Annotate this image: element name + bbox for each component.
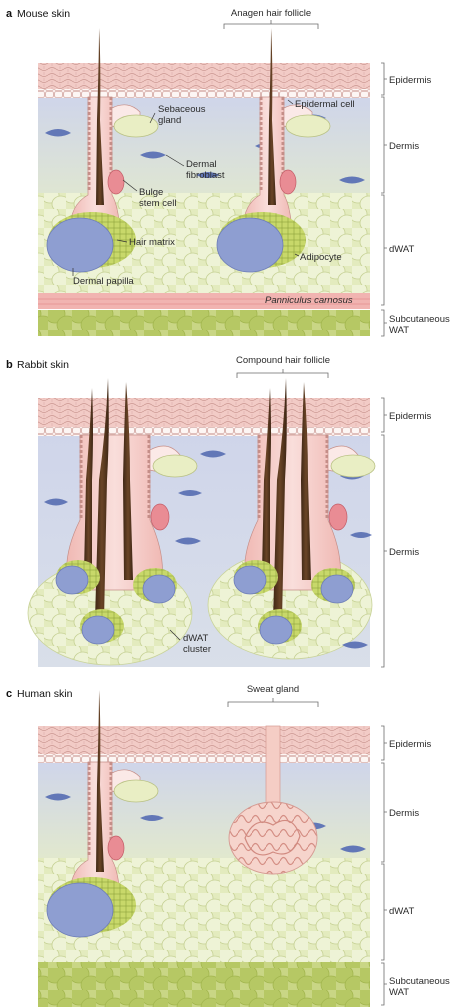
compound-follicle-label: Compound hair follicle: [236, 355, 330, 366]
panel-b-letter: b: [6, 359, 13, 371]
sweat-gland-bracket: [228, 698, 318, 707]
panel-b-title: Rabbit skin: [17, 359, 69, 371]
layer-label-dwat: dWAT: [389, 906, 415, 917]
hair-matrix-label: Hair matrix: [129, 237, 175, 248]
panel-a-letter: a: [6, 8, 13, 20]
layer-label-dermis: Dermis: [389, 808, 419, 819]
panel-a-mouse-skin: a Mouse skin Anagen hair follicle: [6, 8, 450, 336]
anagen-follicle-label: Anagen hair follicle: [231, 8, 311, 19]
layer-label-dermis: Dermis: [389, 547, 419, 558]
panel-c-human-skin: c Human skin Sweat gland: [6, 684, 450, 1007]
panel-c-letter: c: [6, 688, 12, 700]
dermal-papilla-label: Dermal papilla: [73, 276, 134, 287]
panel-b-layer-brackets: Epidermis Dermis: [381, 398, 431, 667]
panniculus-carnosus-label: Panniculus carnosus: [265, 295, 353, 306]
sebaceous-gland-1: [114, 115, 158, 137]
subcutaneous-wat-layer: [38, 310, 370, 336]
bulge-stem-cells-1: [108, 170, 124, 194]
layer-label-epidermis: Epidermis: [389, 75, 431, 86]
panel-a-layer-brackets: Epidermis Dermis dWAT SubcutaneousWAT: [381, 63, 450, 336]
compound-follicle-bracket: [237, 369, 328, 378]
sweat-gland-label: Sweat gland: [247, 684, 299, 695]
epidermal-cell-label: Epidermal cell: [295, 99, 355, 110]
dwat-cluster-label: dWATcluster: [183, 633, 211, 655]
panel-a-title: Mouse skin: [17, 8, 70, 20]
dermal-papilla-1: [47, 218, 113, 272]
layer-label-subcutaneous-wat: SubcutaneousWAT: [389, 976, 450, 998]
layer-label-epidermis: Epidermis: [389, 739, 431, 750]
subcutaneous-wat-layer: [38, 962, 370, 1007]
layer-label-epidermis: Epidermis: [389, 411, 431, 422]
layer-label-dermis: Dermis: [389, 141, 419, 152]
panel-b-rabbit-skin: b Rabbit skin Compound hair follicle: [6, 355, 431, 667]
panel-c-title: Human skin: [17, 688, 73, 700]
anagen-follicle-bracket: [224, 20, 318, 29]
layer-label-subcutaneous-wat: SubcutaneousWAT: [389, 314, 450, 336]
panel-c-layer-brackets: Epidermis Dermis dWAT SubcutaneousWAT: [381, 726, 450, 1005]
layer-label-dwat: dWAT: [389, 244, 415, 255]
adipocyte-label: Adipocyte: [300, 252, 342, 263]
